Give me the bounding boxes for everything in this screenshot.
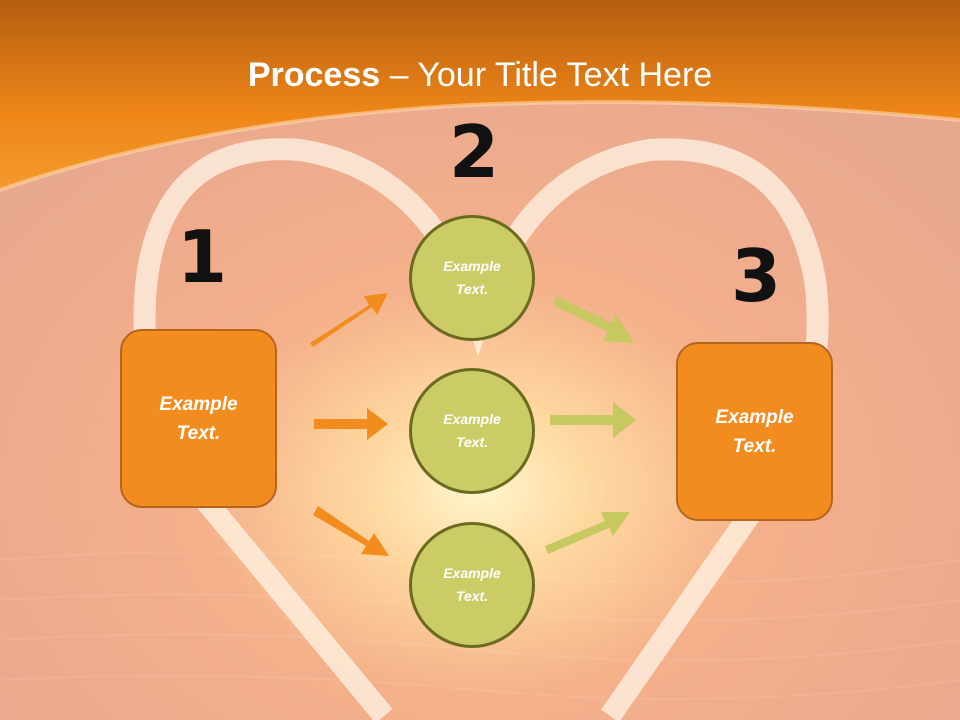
- title-rest: – Your Title Text Here: [380, 56, 713, 94]
- box-text-line: Text.: [732, 435, 777, 457]
- arrow-right-icon: [310, 293, 388, 347]
- box-text-line: Example: [715, 406, 794, 428]
- arrows: [310, 293, 636, 556]
- slide-title: Process – Your Title Text Here: [0, 54, 960, 96]
- title-bold: Process: [247, 56, 381, 94]
- circle-text-line: Text.: [455, 588, 489, 604]
- arrow-right-icon: [313, 506, 389, 556]
- step-number-3: 3: [731, 234, 782, 318]
- circle-text-line: Example: [443, 565, 501, 581]
- box-text-line: Text.: [176, 422, 221, 444]
- circle-text-line: Text.: [455, 281, 489, 297]
- arrow-right-icon: [545, 512, 630, 554]
- circle-text-line: Example: [443, 411, 501, 427]
- step-number-1: 1: [177, 215, 228, 299]
- arrow-right-icon: [553, 296, 634, 343]
- header-band: [0, 0, 960, 190]
- step-number-2: 2: [449, 110, 500, 194]
- circle-text-line: Text.: [455, 434, 489, 450]
- arrow-right-icon: [550, 402, 636, 438]
- circle-text-line: Example: [443, 258, 501, 274]
- arrow-right-icon: [314, 408, 388, 440]
- box-text-line: Example: [159, 393, 238, 415]
